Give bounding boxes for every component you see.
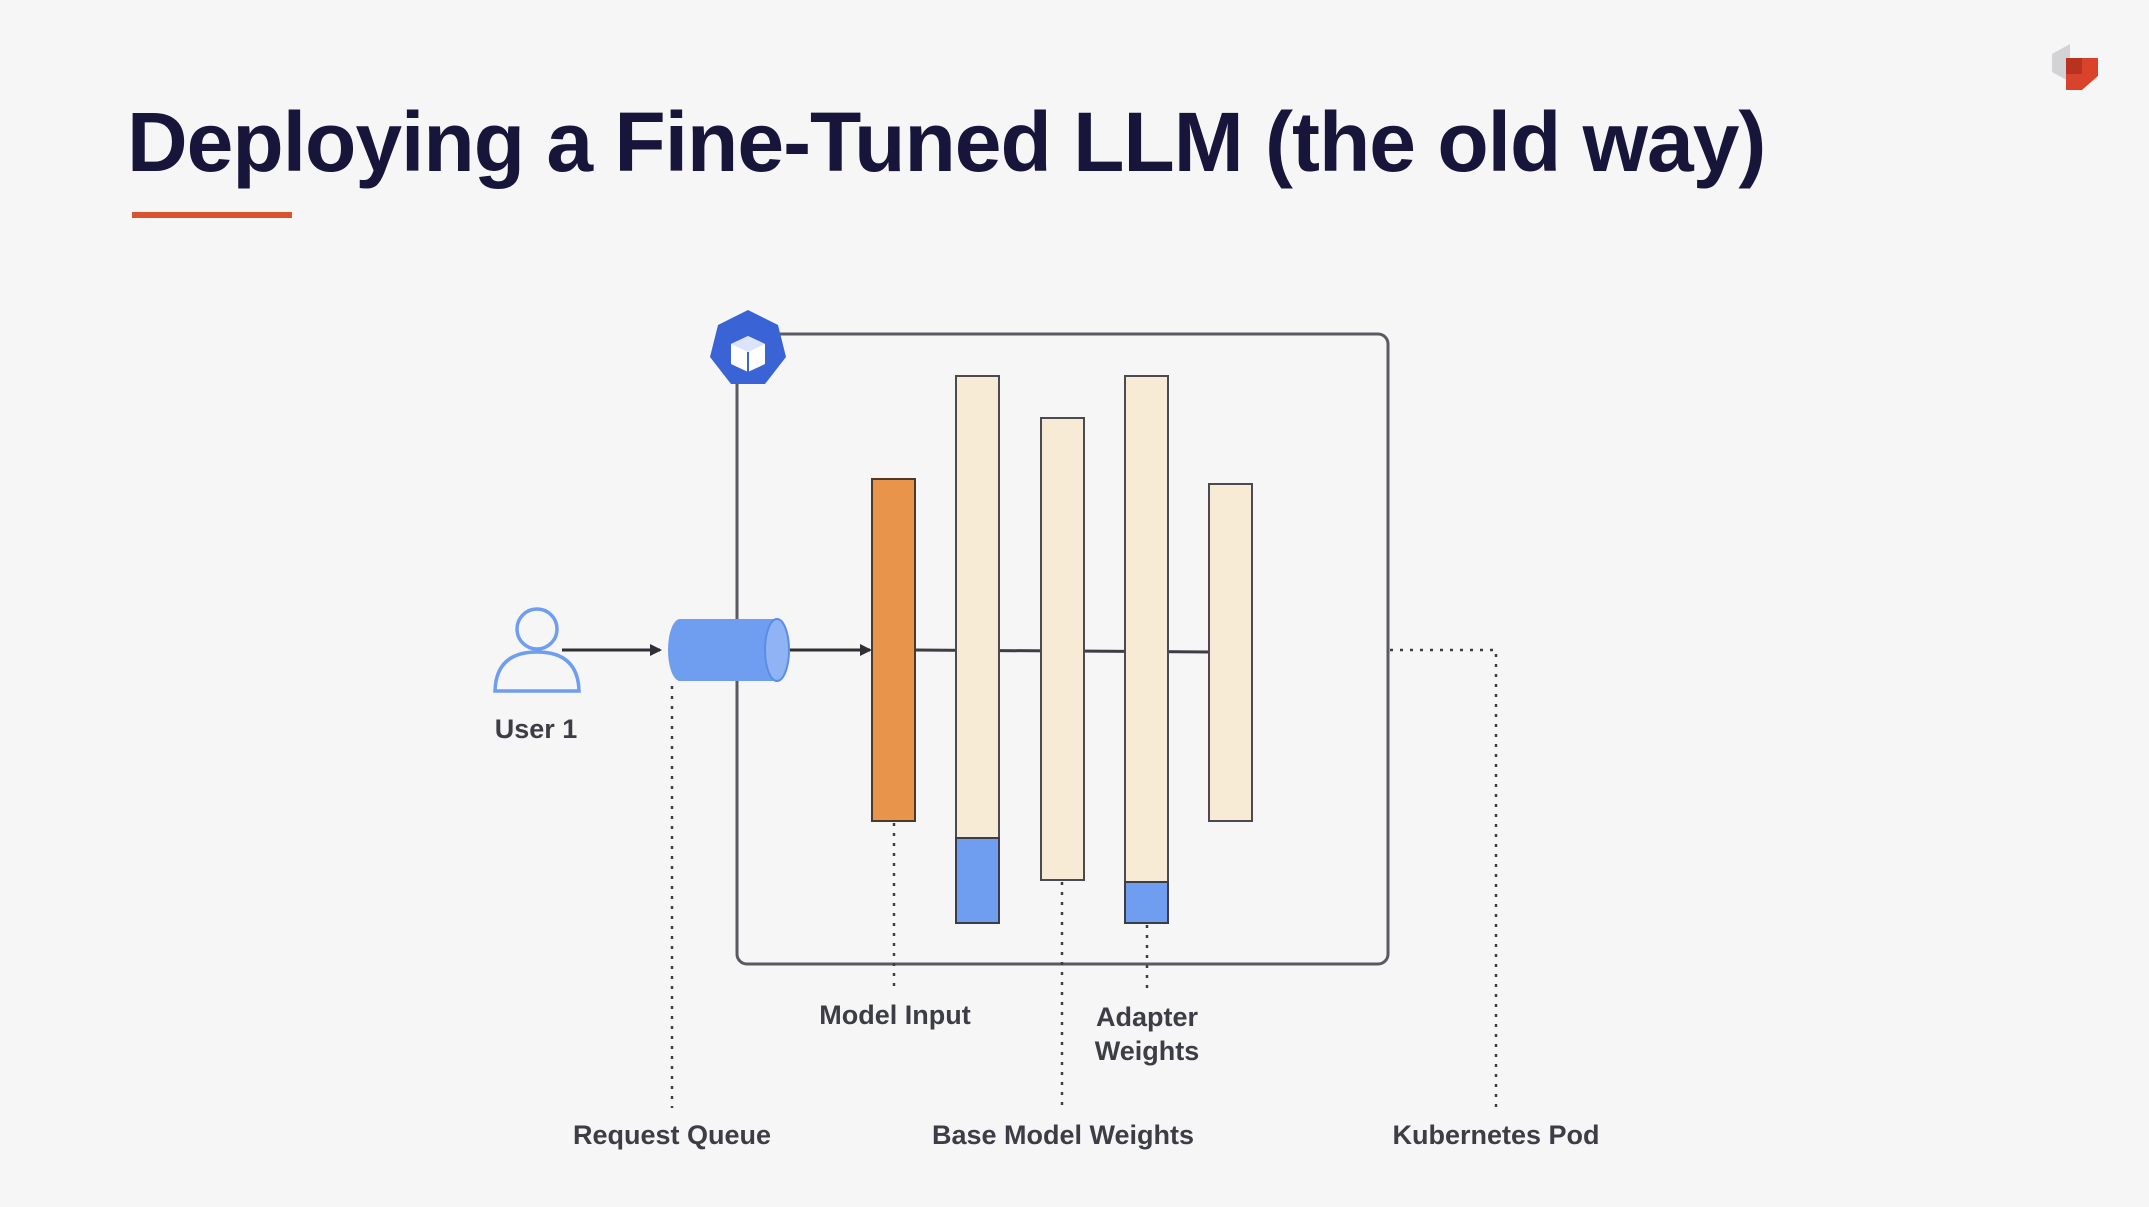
brand-logo-icon [2052,44,2098,90]
base-model-weights-label: Base Model Weights [932,1120,1194,1150]
slide-title: Deploying a Fine-Tuned LLM (the old way) [127,95,1766,189]
request-queue-label: Request Queue [573,1120,771,1150]
adapter-weight-block [1124,881,1169,924]
kubernetes-pod-label: Kubernetes Pod [1392,1120,1599,1150]
base-weight-layer [955,375,1000,839]
base-weight-layer [1208,483,1253,822]
model-input-label: Model Input [819,1000,970,1030]
kubernetes-pod-icon [710,310,786,384]
user-icon [493,607,581,693]
title-underline [132,212,292,218]
user-label: User 1 [495,714,578,744]
base-weight-layer [1040,417,1085,881]
base-weight-layer [1124,375,1169,883]
request-queue-shape [668,618,790,682]
adapter-weight-block [955,837,1000,924]
model-input-layer [871,478,916,822]
adapter-weights-label-line2: Weights [1095,1036,1200,1066]
callout-lines [670,648,1498,1108]
adapter-weights-label-line1: Adapter [1096,1002,1199,1032]
